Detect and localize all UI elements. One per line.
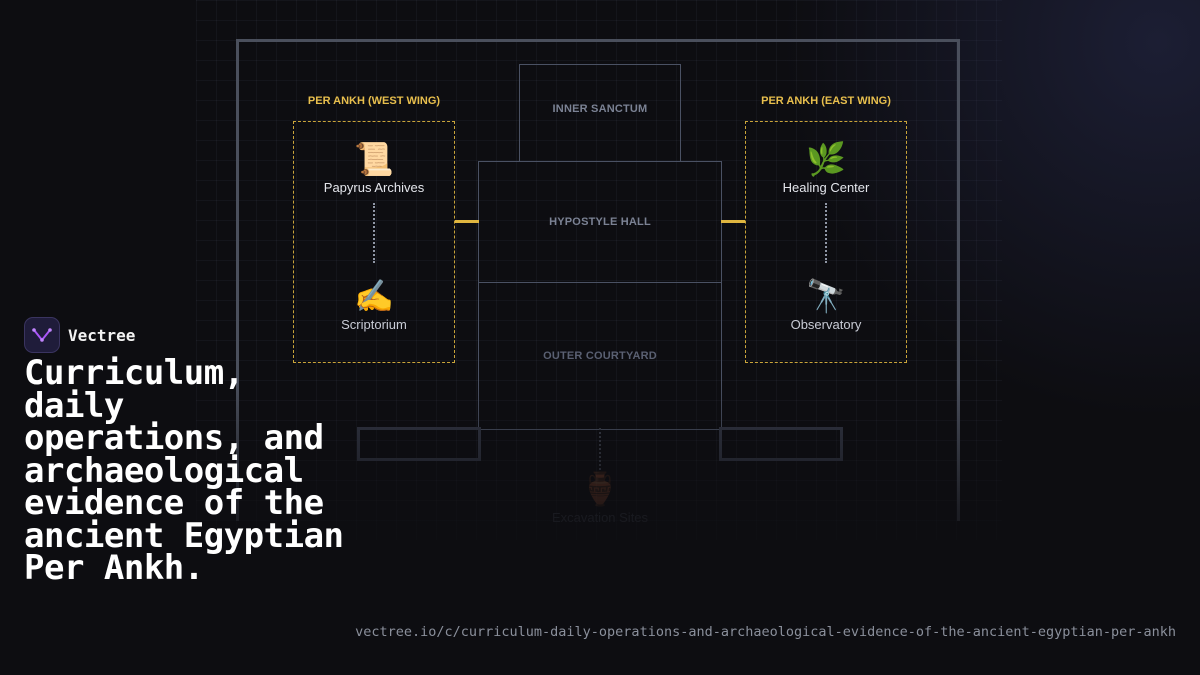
west-wing-box [293, 121, 455, 363]
node-label: Healing Center [782, 180, 870, 195]
brand: Vectree [24, 317, 135, 353]
east-wing-title: PER ANKH (EAST WING) [761, 95, 891, 107]
east-wing-connector [721, 220, 745, 223]
node-label: Observatory [790, 317, 862, 332]
node-excavation-sites: 🏺 Excavation Sites [520, 470, 680, 525]
node-label: Excavation Sites [551, 510, 649, 525]
node-papyrus-archives: 📜 Papyrus Archives [294, 140, 454, 195]
pylon-right [719, 427, 843, 461]
hypostyle-hall-label: HYPOSTYLE HALL [549, 216, 651, 228]
pylon-left [357, 427, 481, 461]
inner-sanctum: INNER SANCTUM [519, 64, 681, 162]
background-glow [780, 0, 1200, 420]
node-healing-center: 🌿 Healing Center [746, 140, 906, 195]
outer-courtyard: OUTER COURTYARD [478, 282, 722, 430]
excavation-link [599, 428, 601, 470]
west-wing-link [373, 203, 375, 263]
temple-outer-wall [236, 39, 960, 521]
node-label: Scriptorium [341, 317, 407, 332]
herb-icon: 🌿 [806, 141, 846, 177]
west-wing-connector [455, 220, 479, 223]
node-observatory: 🔭 Observatory [746, 277, 906, 332]
west-wing-title: PER ANKH (WEST WING) [307, 95, 441, 107]
hypostyle-hall: HYPOSTYLE HALL [478, 161, 722, 283]
east-wing-box [745, 121, 907, 363]
node-label: Papyrus Archives [323, 180, 425, 195]
outer-courtyard-label: OUTER COURTYARD [543, 350, 657, 362]
scroll-icon: 📜 [354, 141, 394, 177]
vectree-logo-icon [24, 317, 60, 353]
amphora-icon: 🏺 [580, 471, 620, 507]
east-wing-link [825, 203, 827, 263]
inner-sanctum-label: INNER SANCTUM [552, 103, 648, 115]
brand-name: Vectree [68, 325, 136, 345]
telescope-icon: 🔭 [806, 278, 846, 314]
page-title: Curriculum, daily operations, and archae… [24, 353, 344, 588]
writing-hand-icon: ✍️ [354, 278, 394, 314]
page-url: vectree.io/c/curriculum-daily-operations… [355, 624, 1176, 640]
node-scriptorium: ✍️ Scriptorium [294, 277, 454, 332]
